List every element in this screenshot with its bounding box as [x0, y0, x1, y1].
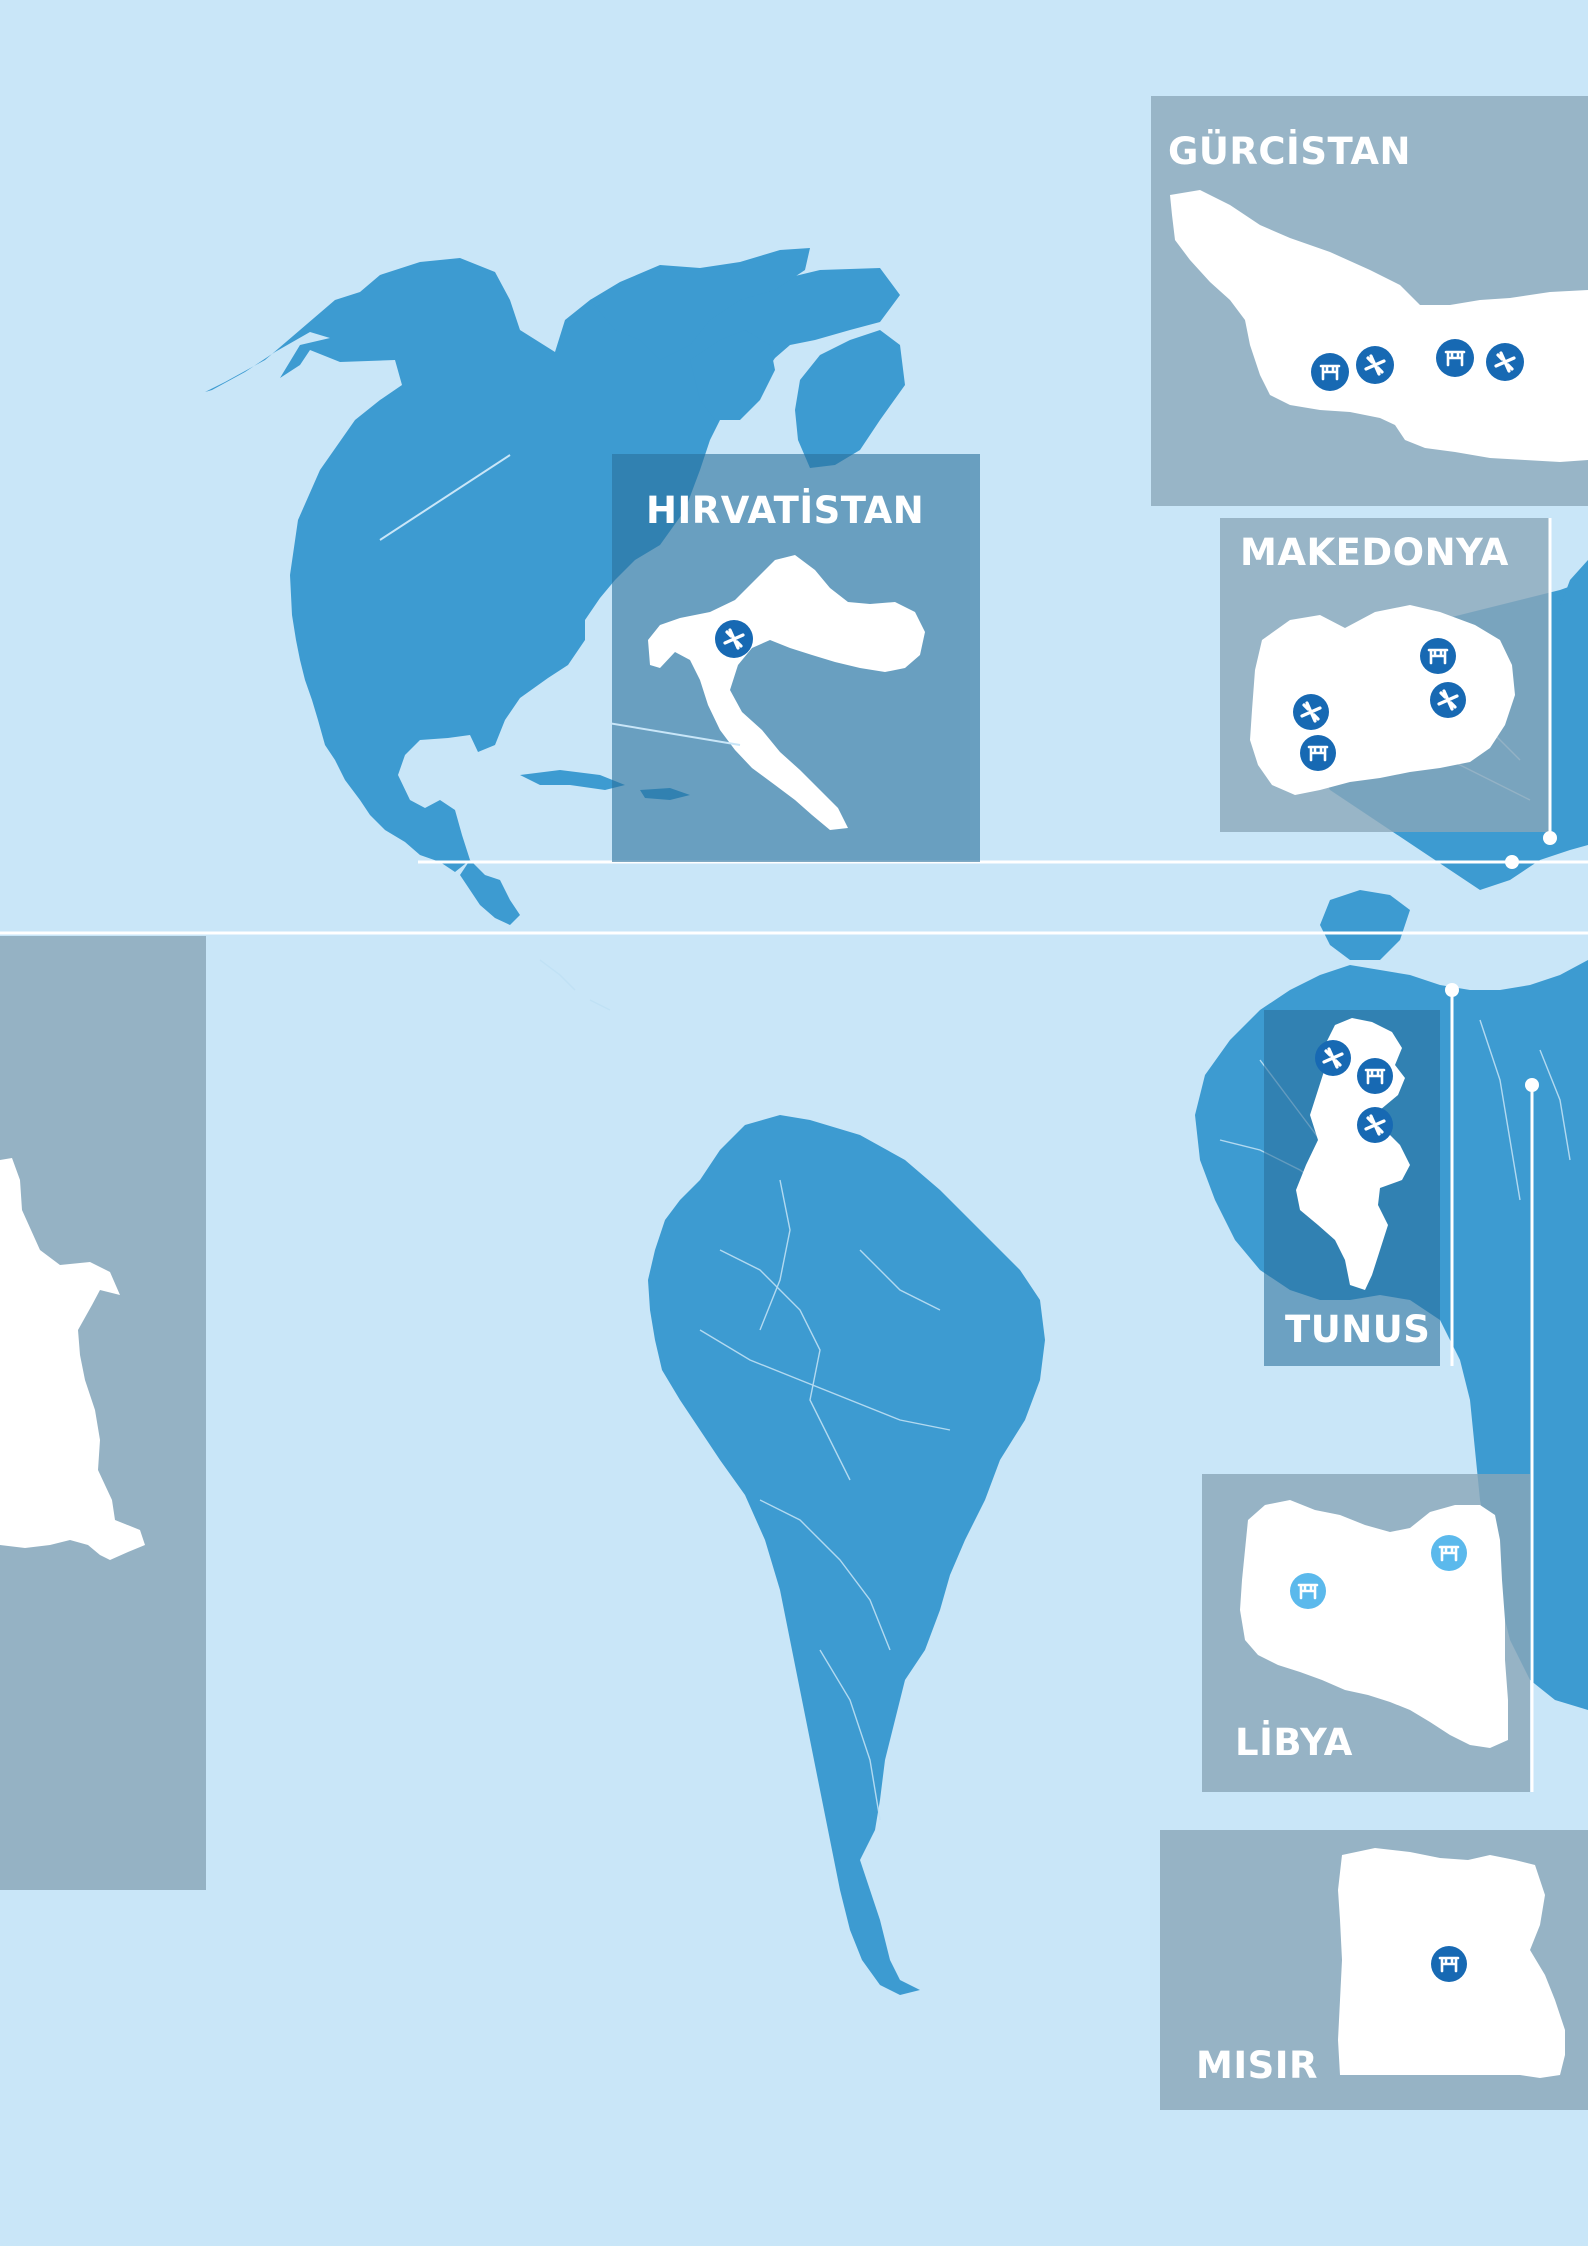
- panel-label-tunus: TUNUS: [1285, 1308, 1430, 1351]
- port-icon: [1300, 735, 1336, 771]
- panel-tunus: TUNUS: [1264, 983, 1459, 1366]
- panel-left-partial: [0, 936, 206, 1890]
- airport-icon: [1315, 1040, 1351, 1076]
- panel-label-misir: MISIR: [1196, 2044, 1318, 2087]
- arctic-islands: [590, 248, 810, 360]
- port-icon: [1431, 1535, 1467, 1571]
- port-icon: [1436, 339, 1474, 377]
- greenland-visible: [795, 330, 905, 468]
- airport-icon: [1356, 346, 1394, 384]
- country-shape-hirvatistan: [648, 555, 925, 830]
- port-icon: [1420, 638, 1456, 674]
- airport-icon: [1293, 694, 1329, 730]
- country-shape-left-partial: [0, 1158, 145, 1560]
- baffin-island: [690, 330, 775, 420]
- port-icon: [1357, 1058, 1393, 1094]
- panel-makedonya: MAKEDONYA: [1220, 518, 1557, 869]
- south-america: [648, 1115, 1045, 1995]
- panel-label-makedonya: MAKEDONYA: [1240, 531, 1509, 574]
- airport-icon: [715, 620, 753, 658]
- iberia: [1320, 890, 1410, 960]
- cuba: [520, 770, 625, 790]
- panel-label-libya: LİBYA: [1235, 1720, 1353, 1764]
- panel-libya: LİBYA: [1202, 1078, 1539, 1792]
- panel-gurcistan: GÜRCİSTAN: [1151, 96, 1588, 506]
- airport-icon: [1357, 1107, 1393, 1143]
- panel-misir: MISIR: [1160, 1830, 1588, 2110]
- panel-hirvatistan: HIRVATİSTAN: [379, 454, 980, 862]
- panel-label-gurcistan: GÜRCİSTAN: [1168, 129, 1411, 173]
- scandinavia: [1555, 560, 1588, 700]
- airport-icon: [1430, 682, 1466, 718]
- port-icon: [1431, 1946, 1467, 1982]
- port-icon: [1311, 353, 1349, 391]
- port-icon: [1290, 1573, 1326, 1609]
- country-shape-gurcistan: [1170, 190, 1588, 462]
- panel-label-hirvatistan: HIRVATİSTAN: [646, 488, 924, 532]
- airport-icon: [1486, 343, 1524, 381]
- central-america: [460, 860, 520, 925]
